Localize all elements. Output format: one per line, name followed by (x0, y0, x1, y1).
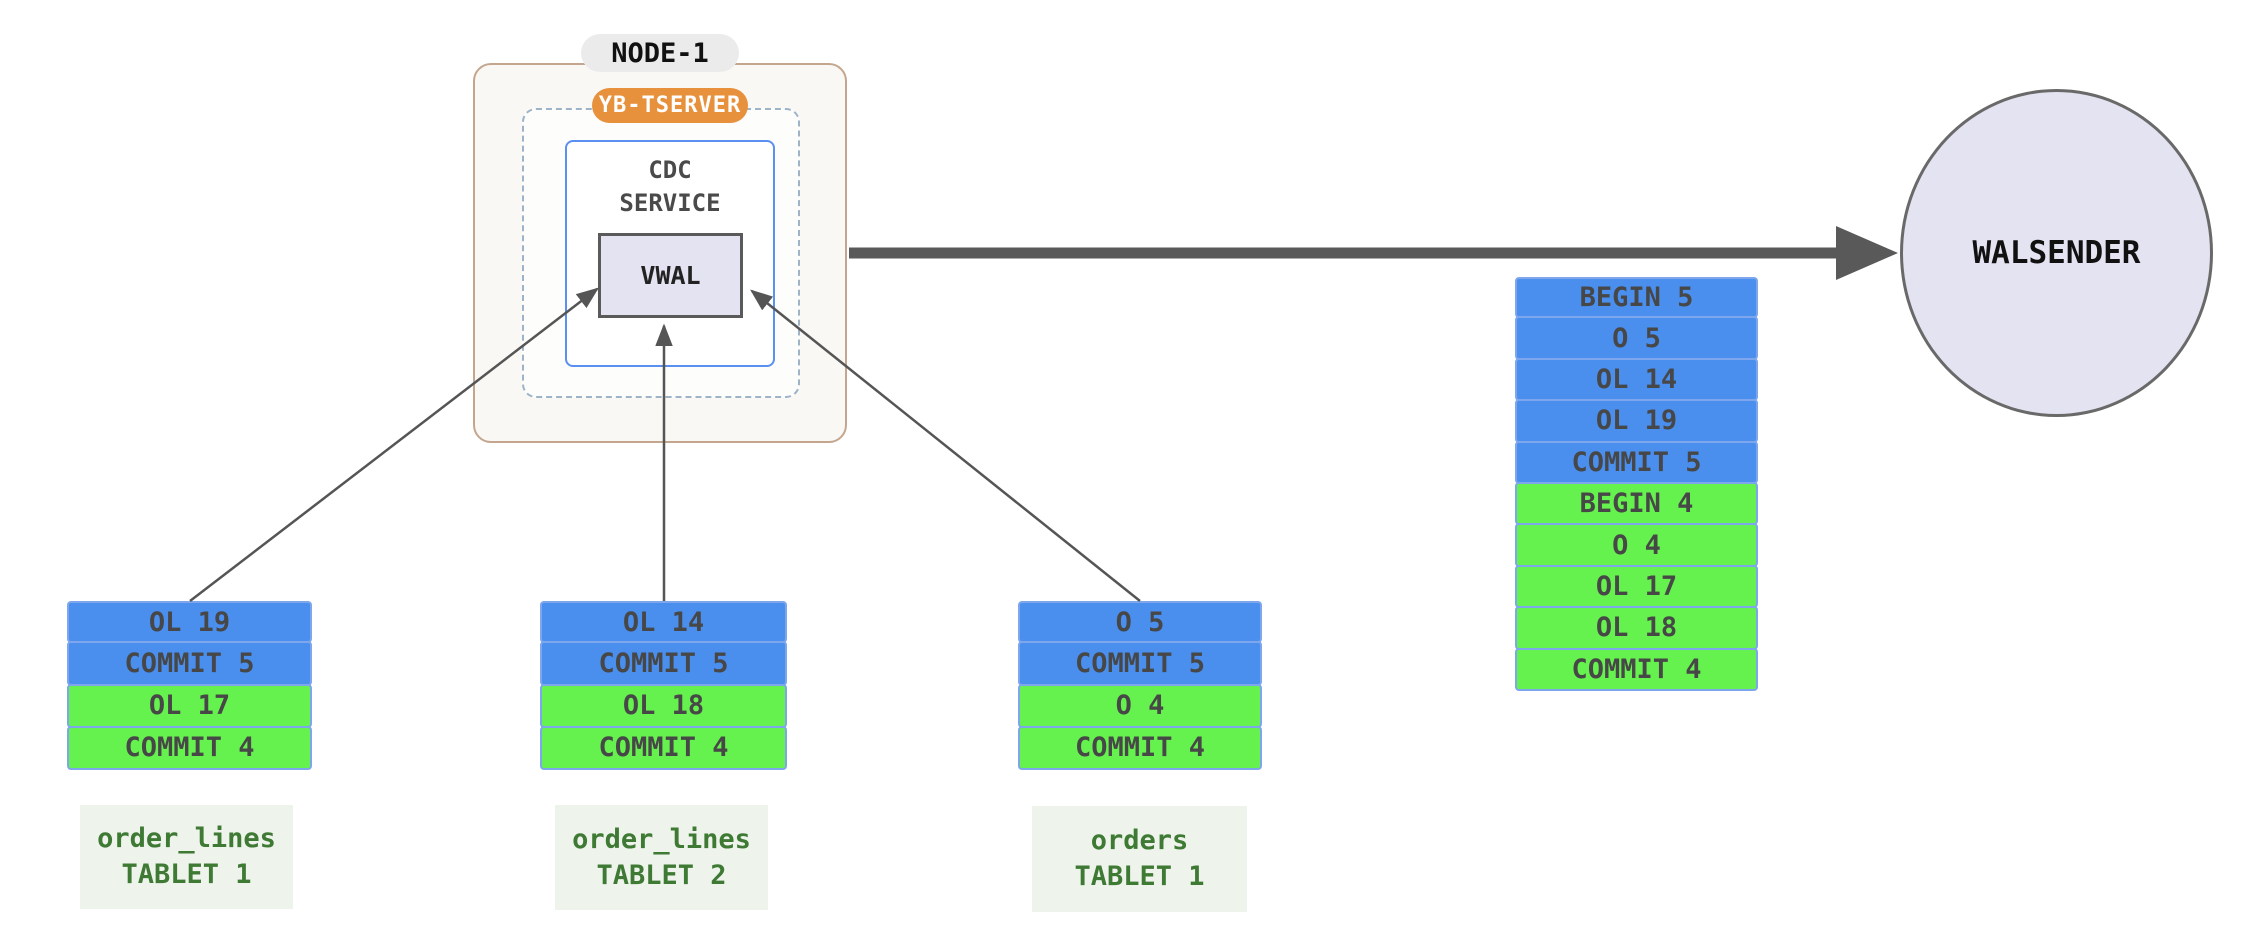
stream-cell: COMMIT 4 (1515, 647, 1758, 691)
cdc-service-label-line1: CDC (648, 156, 692, 184)
table-name: order_lines (572, 823, 751, 855)
stream-cell: OL 17 (1515, 564, 1758, 609)
tablet-cell: COMMIT 5 (67, 641, 312, 686)
wal-stream-stack: BEGIN 5 O 5 OL 14 OL 19 COMMIT 5 BEGIN 4… (1515, 277, 1758, 691)
order-lines-tablet-2-stack: OL 14 COMMIT 5 OL 18 COMMIT 4 (540, 601, 787, 770)
stream-cell: BEGIN 4 (1515, 482, 1758, 526)
stream-cell: COMMIT 5 (1515, 440, 1758, 484)
order-lines-tablet-2-label: order_lines TABLET 2 (555, 805, 768, 910)
tablet-cell: COMMIT 4 (540, 725, 787, 770)
tablet-cell: COMMIT 5 (540, 641, 787, 686)
tablet-number: TABLET 1 (1074, 861, 1205, 892)
table-name: orders (1090, 825, 1189, 856)
tablet-cell: COMMIT 4 (67, 725, 312, 770)
orders-tablet-1-label: orders TABLET 1 (1032, 806, 1247, 912)
cdc-service-label-line2: SERVICE (619, 189, 721, 217)
orders-tablet-1-stack: O 5 COMMIT 5 O 4 COMMIT 4 (1018, 601, 1262, 770)
yb-tserver-badge: YB-TSERVER (592, 88, 748, 123)
stream-cell: OL 14 (1515, 357, 1758, 402)
order-lines-tablet-1-label: order_lines TABLET 1 (80, 805, 293, 909)
tablet-cell: OL 14 (540, 601, 787, 644)
node-1-label: NODE-1 (581, 34, 739, 72)
order-lines-tablet-1-stack: OL 19 COMMIT 5 OL 17 COMMIT 4 (67, 601, 312, 770)
tablet-cell: COMMIT 4 (1018, 725, 1262, 770)
vwal-box: VWAL (598, 233, 743, 318)
tablet-cell: OL 18 (540, 683, 787, 728)
table-name: order_lines (97, 823, 276, 854)
tablet-cell: O 4 (1018, 683, 1262, 728)
tablet-cell: OL 19 (67, 601, 312, 644)
stream-cell: O 5 (1515, 316, 1758, 360)
tablet-cell: O 5 (1018, 601, 1262, 644)
tablet-cell: COMMIT 5 (1018, 641, 1262, 686)
tablet-cell: OL 17 (67, 683, 312, 728)
stream-cell: OL 19 (1515, 399, 1758, 443)
arrow-node-to-walsender (849, 226, 1898, 280)
stream-cell: BEGIN 5 (1515, 277, 1758, 319)
walsender-circle: WALSENDER (1900, 89, 2213, 417)
stream-cell: OL 18 (1515, 606, 1758, 650)
tablet-number: TABLET 2 (596, 859, 727, 891)
stream-cell: O 4 (1515, 523, 1758, 567)
tablet-number: TABLET 1 (121, 859, 252, 890)
